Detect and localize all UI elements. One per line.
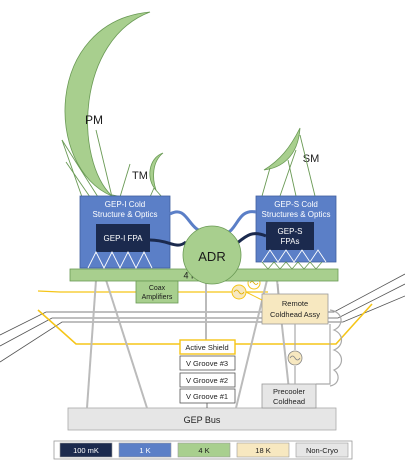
legend-swatch — [118, 442, 172, 458]
coax-label-1: Coax — [149, 285, 166, 292]
remote-label-2: Coldhead Assy — [270, 310, 320, 319]
vgroove3-box — [179, 355, 236, 371]
legend-swatch — [236, 442, 290, 458]
geps-struts-lower — [261, 261, 323, 270]
vgroove1-label: V Groove #1 — [186, 392, 228, 401]
mirror-struts — [61, 129, 316, 198]
legend-label: 4 K — [198, 446, 209, 455]
geps-fpa-label-1: GEP-S — [278, 227, 303, 236]
shield-18k-line — [37, 290, 268, 293]
vgroove3-label: V Groove #3 — [186, 359, 228, 368]
strap-100mk-left — [149, 238, 187, 247]
heat-switch-icon — [287, 350, 303, 366]
legend-swatch — [295, 442, 349, 458]
gep-bus-label: GEP Bus — [184, 415, 221, 425]
gep-bus — [67, 407, 337, 431]
gepi-fpa-label: GEP-I FPA — [104, 234, 144, 243]
adr-label: ADR — [198, 249, 225, 264]
geps-fpa-label-2: FPAs — [281, 237, 300, 246]
precooler-label-1: Precooler — [273, 387, 306, 396]
legend-label: Non-Cryo — [306, 446, 338, 455]
vgroove1-box — [179, 388, 236, 404]
legend-label: 100 mK — [73, 446, 99, 455]
gepi-fpa-box — [96, 224, 150, 252]
active-shield-box — [179, 339, 236, 355]
heat-switch-icon — [231, 284, 247, 300]
remote-link-line — [245, 291, 263, 301]
active-shield-label: Active Shield — [185, 343, 228, 352]
gepi-suspension — [87, 250, 153, 270]
geps-structure-label-2: Structures & Optics — [262, 210, 331, 219]
secondary-mirror — [263, 127, 301, 171]
primary-mirror — [64, 11, 151, 197]
legend-label: 18 K — [255, 446, 270, 455]
cooler-lines — [277, 284, 343, 387]
coax-amplifiers-box — [135, 280, 179, 304]
gepi-structure-label-1: GEP-I Cold — [105, 200, 145, 209]
gepi-structure-label-2: Structure & Optics — [93, 210, 158, 219]
geps-suspension — [261, 249, 327, 263]
vgroove2-box — [179, 372, 236, 388]
geps-fpa-box — [266, 222, 314, 250]
geps-structure-label-1: GEP-S Cold — [274, 200, 318, 209]
precooler-box — [261, 383, 317, 409]
legend-swatch — [59, 442, 113, 458]
legend-swatch — [177, 442, 231, 458]
tertiary-mirror — [149, 152, 164, 191]
remote-label-1: Remote — [282, 299, 308, 308]
legend: 100 mK 1 K 4 K 18 K Non-Cryo — [53, 440, 353, 460]
vgroove2-label: V Groove #2 — [186, 376, 228, 385]
pm-label: PM — [85, 113, 103, 127]
coax-label-2: Amplifiers — [142, 294, 173, 301]
precooler-label-2: Coldhead — [273, 397, 305, 406]
adr-unit — [182, 225, 242, 285]
vgroove-lines — [0, 273, 405, 363]
legend-label: 1 K — [139, 446, 150, 455]
tm-label: TM — [132, 170, 148, 182]
remote-coldhead-box — [261, 293, 329, 325]
